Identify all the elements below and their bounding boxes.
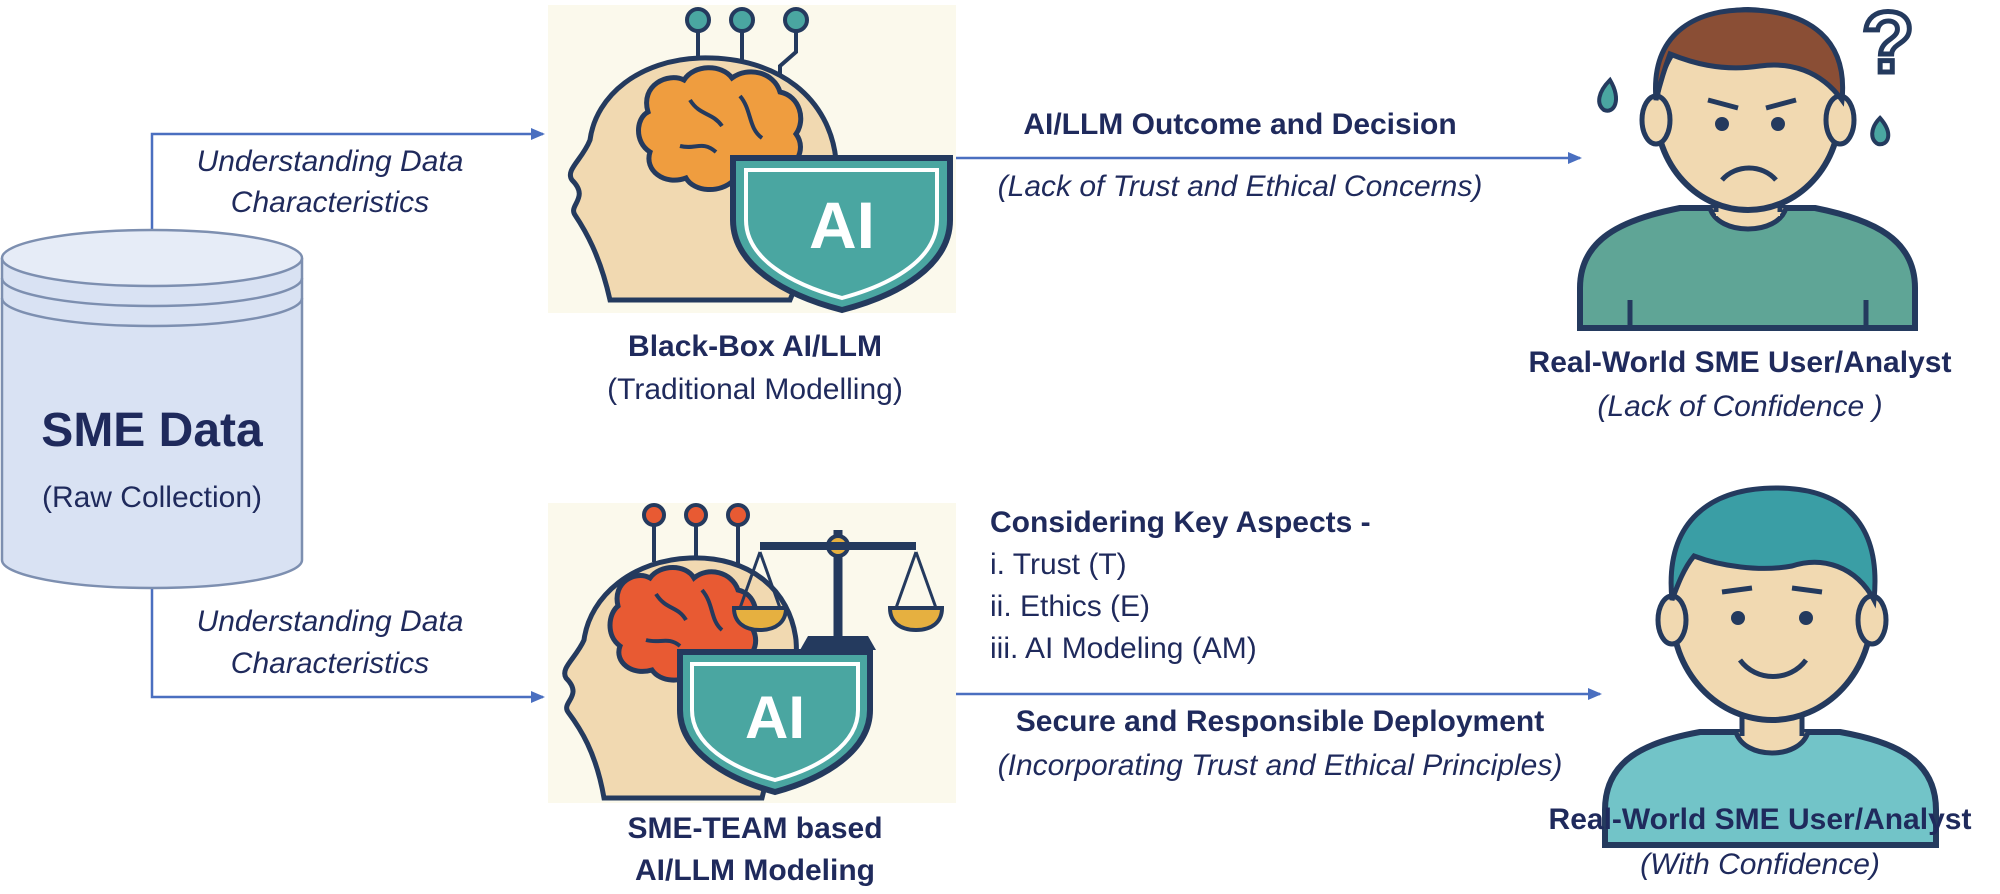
top-model-title: Black-Box AI/LLM bbox=[628, 330, 882, 363]
bottom-user-subtitle: (With Confidence) bbox=[1640, 848, 1880, 881]
balance-scale-icon bbox=[731, 530, 945, 650]
bottom-model-title-line2: AI/LLM Modeling bbox=[635, 854, 875, 887]
bottom-outcome-title: Secure and Responsible Deployment bbox=[1015, 705, 1545, 738]
bottom-shield-label: AI bbox=[745, 684, 805, 751]
top-shield-label: AI bbox=[809, 188, 875, 262]
sme-team-ai-illustration bbox=[548, 503, 956, 803]
key-aspect-item: iii. AI Modeling (AM) bbox=[990, 632, 1257, 665]
connector-db-to-bottom-model bbox=[150, 586, 545, 703]
database-cylinder-icon bbox=[0, 228, 304, 590]
antenna-icon bbox=[642, 503, 750, 572]
top-outcome-subtitle: (Lack of Trust and Ethical Concerns) bbox=[997, 170, 1483, 203]
top-user-title: Real-World SME User/Analyst bbox=[1528, 346, 1952, 379]
bottom-outcome-subtitle: (Incorporating Trust and Ethical Princip… bbox=[997, 749, 1563, 782]
bottom-path-label-line1: Understanding Data bbox=[196, 605, 464, 638]
happy-user-avatar-icon bbox=[1602, 485, 1939, 848]
question-mark-icon: ? bbox=[1862, 0, 1915, 91]
key-aspect-item: i. Trust (T) bbox=[990, 548, 1127, 581]
ai-shield-icon bbox=[730, 155, 953, 314]
database-title: SME Data bbox=[41, 404, 263, 457]
bottom-model-title-line1: SME-TEAM based bbox=[627, 812, 883, 845]
key-aspect-item: ii. Ethics (E) bbox=[990, 590, 1151, 623]
connector-db-to-top-model bbox=[150, 128, 545, 252]
top-path-label-line1: Understanding Data bbox=[196, 145, 464, 178]
top-path-label-line2: Characteristics bbox=[230, 186, 430, 219]
black-box-ai-illustration bbox=[548, 5, 956, 314]
bottom-user-title: Real-World SME User/Analyst bbox=[1548, 803, 1972, 836]
top-user-subtitle: (Lack of Confidence ) bbox=[1597, 390, 1883, 423]
top-model-subtitle: (Traditional Modelling) bbox=[607, 373, 903, 406]
top-outcome-title: AI/LLM Outcome and Decision bbox=[1023, 108, 1457, 141]
ai-shield-icon bbox=[677, 649, 873, 796]
worried-user-avatar-icon bbox=[1577, 7, 1918, 331]
database-subtitle: (Raw Collection) bbox=[41, 481, 263, 514]
bottom-path-label-line2: Characteristics bbox=[230, 647, 430, 680]
key-aspects-heading: Considering Key Aspects - bbox=[990, 506, 1371, 539]
